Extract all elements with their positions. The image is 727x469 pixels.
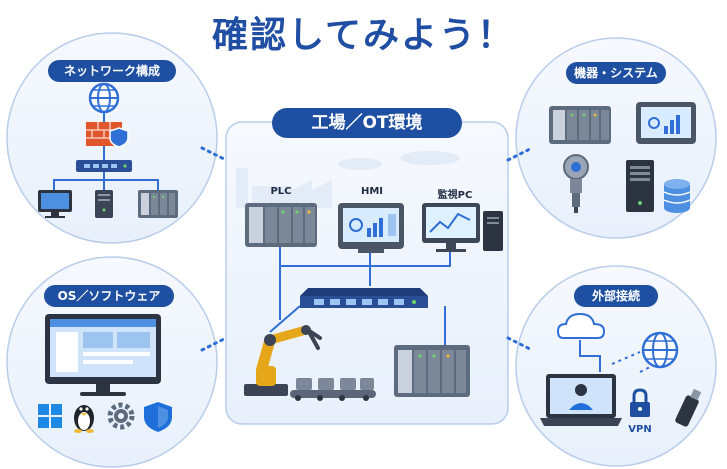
network-switch-icon — [300, 288, 428, 308]
windows-logo-icon — [38, 404, 62, 428]
devices-section-label: 機器・システム — [566, 62, 666, 84]
firewall-icon — [86, 122, 129, 148]
monitoring-pc-icon — [422, 203, 503, 252]
monitor-icon — [45, 314, 161, 396]
lock-icon — [630, 388, 650, 417]
plc-label: PLC — [270, 186, 292, 197]
factory-silhouette — [236, 151, 460, 208]
network-tree-lines — [53, 172, 159, 190]
tower-pc-icon — [95, 190, 113, 218]
shield-icon — [144, 402, 172, 432]
globe-icon — [88, 82, 120, 114]
linux-penguin-icon — [74, 405, 94, 433]
hmi-icon — [338, 203, 404, 253]
hmi-label: HMI — [360, 186, 384, 197]
plc-icon — [245, 203, 317, 247]
vpn-label: VPN — [628, 424, 652, 435]
os-section-label: OS／ソフトウェア — [44, 285, 174, 307]
page-title: 確認してみよう！ — [212, 15, 515, 56]
desktop-icon — [38, 190, 72, 218]
laptop-icon — [540, 374, 622, 426]
plc-device-icon — [549, 106, 611, 144]
external-section-label: 外部接続 — [574, 285, 658, 307]
plc-small-icon — [138, 190, 178, 218]
robot-arm-icon — [244, 325, 322, 396]
server-icon — [626, 160, 654, 212]
external-links — [579, 340, 653, 373]
cloud-icon — [556, 312, 606, 339]
conveyor-icon — [290, 378, 376, 401]
database-icon — [663, 179, 691, 213]
hmi-panel-icon — [636, 102, 696, 144]
network-section-label: ネットワーク構成 — [48, 60, 176, 82]
dashed-connectors — [200, 146, 534, 352]
switch-small-icon — [76, 160, 132, 172]
usb-drive-icon — [675, 388, 702, 427]
gear-icon — [107, 402, 135, 430]
factory-section-label: 工場／OT環境 — [272, 108, 462, 138]
sensor-icon — [563, 154, 589, 213]
globe-external-icon — [641, 331, 679, 369]
monitoring-pc-label: 監視PC — [437, 190, 473, 201]
server-rack-icon — [394, 345, 470, 397]
center-network-lines — [269, 247, 451, 345]
